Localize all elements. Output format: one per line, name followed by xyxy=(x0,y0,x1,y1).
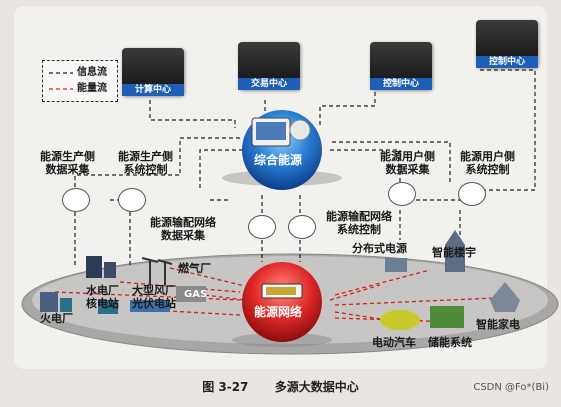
node-net-ctrl xyxy=(288,215,316,239)
sampling-net-data: 能源输配网络 数据采集 xyxy=(150,216,216,242)
center-control-b: 控制中心 xyxy=(476,20,538,68)
figure-title: 多源大数据中心 xyxy=(274,380,359,394)
consumer-storage-label: 储能系统 xyxy=(428,336,472,349)
consumer-distributed-label: 分布式电源 xyxy=(352,242,407,255)
legend-lines xyxy=(49,72,73,90)
producer-gas-logo: GAS xyxy=(184,289,208,300)
consumer-building-label: 智能楼宇 xyxy=(432,246,476,259)
sampling-user-data: 能源用户侧 数据采集 xyxy=(380,150,435,176)
legend: 信息流 能量流 xyxy=(42,60,118,102)
watermark: CSDN @Fo*(Bi) xyxy=(473,382,549,393)
center-control-a-label: 控制中心 xyxy=(370,78,432,90)
node-user-ctrl xyxy=(458,182,486,206)
center-trading-label: 交易中心 xyxy=(238,78,300,90)
figure-caption: 图 3-27 多源大数据中心 xyxy=(0,378,561,395)
producer-buildings xyxy=(40,256,206,314)
producer-thermal-label: 火电厂 xyxy=(40,312,73,325)
producer-wind-label: 大型风厂 光伏电站 xyxy=(132,284,176,310)
consumer-objects xyxy=(380,230,520,330)
legend-info-label: 信息流 xyxy=(77,67,107,78)
grid-orb xyxy=(242,262,322,342)
figure-number: 图 3-27 xyxy=(202,380,249,394)
center-control-a: 控制中心 xyxy=(370,42,432,90)
node-prod-data xyxy=(62,188,90,212)
consumer-ev-label: 电动汽车 xyxy=(372,336,416,349)
center-compute-label: 计算中心 xyxy=(122,84,184,96)
core-label: 综合能源 xyxy=(254,153,303,167)
grid-label: 能源网络 xyxy=(254,305,303,319)
consumer-home-label: 智能家电 xyxy=(476,318,520,331)
center-trading: 交易中心 xyxy=(238,42,300,90)
sampling-user-ctrl: 能源用户侧 系统控制 xyxy=(460,150,515,176)
producer-hydro-label: 水电厂 核电站 xyxy=(86,284,119,310)
node-prod-ctrl xyxy=(118,188,146,212)
sampling-prod-ctrl: 能源生产侧 系统控制 xyxy=(118,150,173,176)
node-net-data xyxy=(248,215,276,239)
node-user-data xyxy=(388,182,416,206)
center-compute: 计算中心 xyxy=(122,48,184,96)
sampling-prod-data: 能源生产侧 数据采集 xyxy=(40,150,95,176)
sampling-net-ctrl: 能源输配网络 系统控制 xyxy=(326,210,392,236)
legend-energy-label: 能量流 xyxy=(77,83,107,94)
producer-gas-label: 燃气厂 xyxy=(178,262,211,275)
center-control-b-label: 控制中心 xyxy=(476,56,538,68)
